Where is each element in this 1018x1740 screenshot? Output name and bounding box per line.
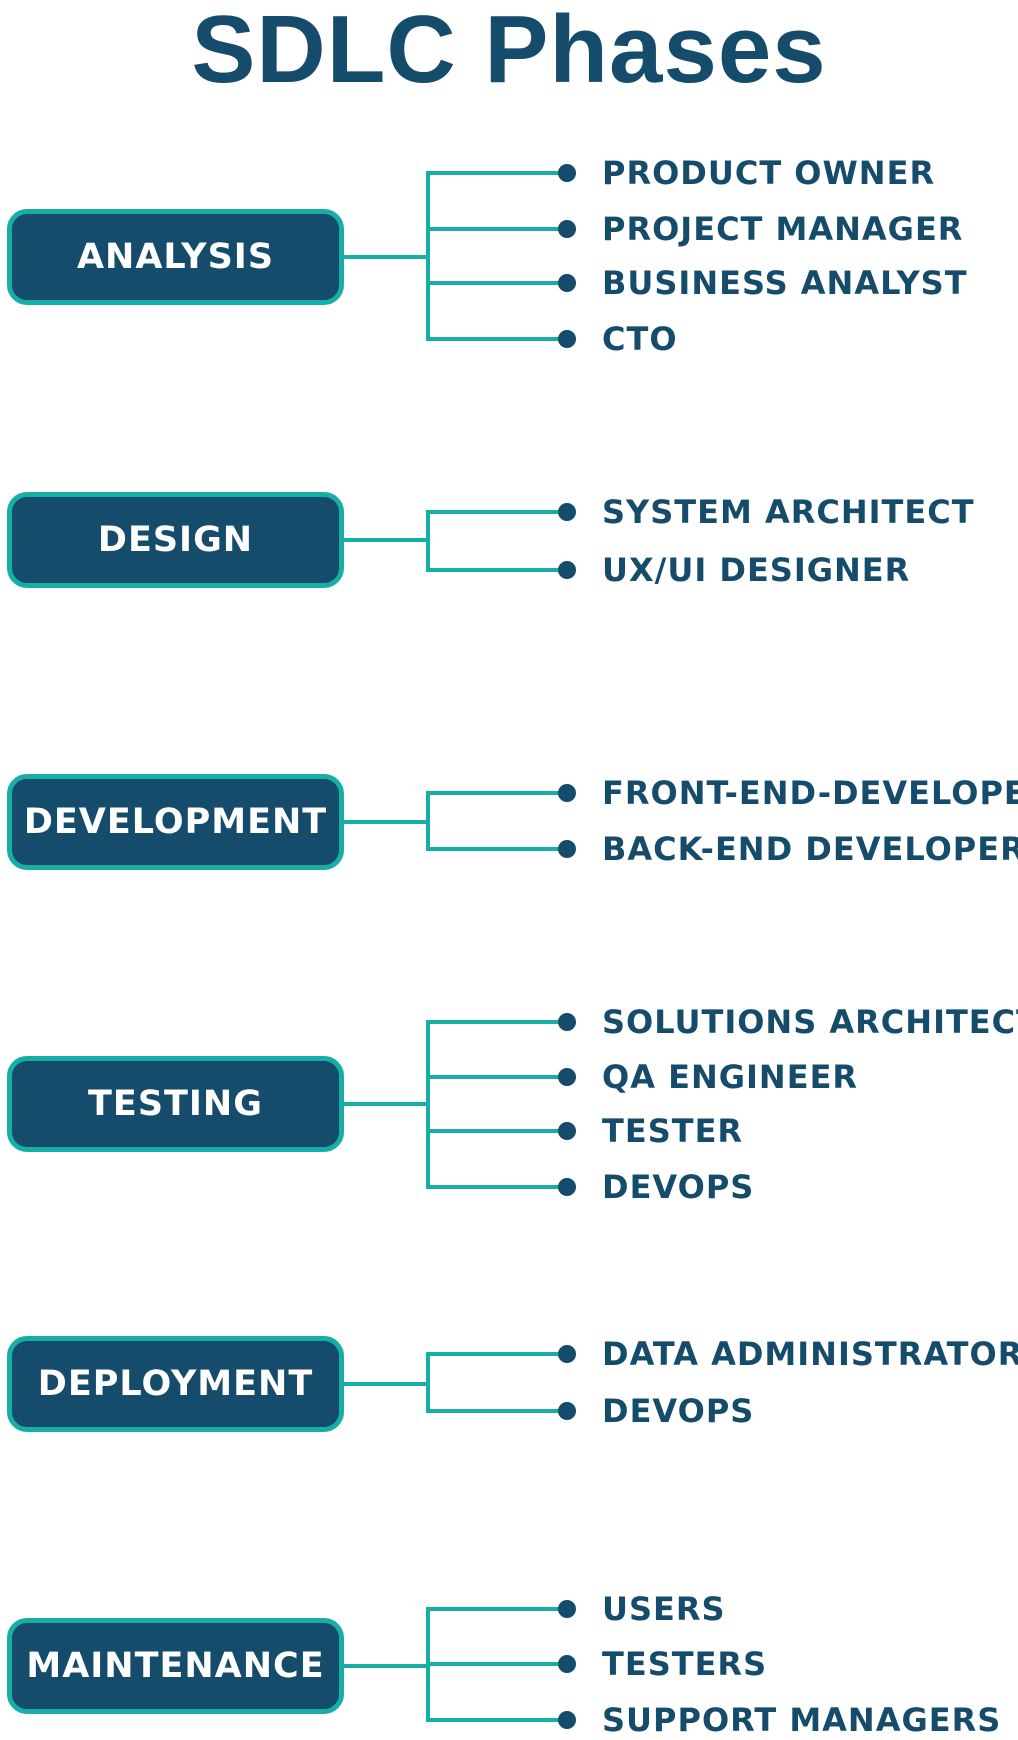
- bullet-analysis-project-manager: [558, 220, 576, 238]
- bullet-analysis-business-analyst: [558, 274, 576, 292]
- phase-box-maintenance: MAINTENANCE: [7, 1618, 344, 1714]
- role-testing-devops: DEVOPS: [602, 1168, 755, 1206]
- role-testing-solutions-architect: SOLUTIONS ARCHITECT: [602, 1003, 1018, 1041]
- role-development-back-end-developer: BACK-END DEVELOPER: [602, 830, 1018, 868]
- bullet-maintenance-users: [558, 1600, 576, 1618]
- phase-box-deployment: DEPLOYMENT: [7, 1336, 344, 1432]
- page-title: SDLC Phases: [191, 0, 827, 103]
- bullet-deployment-data-administrator: [558, 1345, 576, 1363]
- role-design-system-architect: SYSTEM ARCHITECT: [602, 493, 975, 531]
- bullet-testing-qa-engineer: [558, 1068, 576, 1086]
- phase-box-analysis: ANALYSIS: [7, 209, 344, 305]
- bullet-analysis-product-owner: [558, 164, 576, 182]
- bullet-maintenance-support-managers: [558, 1711, 576, 1729]
- phase-box-testing: TESTING: [7, 1056, 344, 1152]
- bullet-design-ux-ui-designer: [558, 561, 576, 579]
- role-testing-tester: TESTER: [602, 1112, 744, 1150]
- bullet-testing-devops: [558, 1178, 576, 1196]
- bullet-design-system-architect: [558, 503, 576, 521]
- role-development-front-end-developer: FRONT-END-DEVELOPER: [602, 774, 1018, 812]
- bullet-development-front-end-developer: [558, 784, 576, 802]
- role-analysis-project-manager: PROJECT MANAGER: [602, 210, 964, 248]
- role-analysis-cto: CTO: [602, 320, 678, 358]
- role-design-ux-ui-designer: UX/UI DESIGNER: [602, 551, 911, 589]
- role-deployment-devops: DEVOPS: [602, 1392, 755, 1430]
- role-analysis-business-analyst: BUSINESS ANALYST: [602, 264, 968, 302]
- bullet-testing-solutions-architect: [558, 1013, 576, 1031]
- role-deployment-data-administrator: DATA ADMINISTRATOR: [602, 1335, 1018, 1373]
- phase-box-design: DESIGN: [7, 492, 344, 588]
- bullet-analysis-cto: [558, 330, 576, 348]
- role-maintenance-support-managers: SUPPORT MANAGERS: [602, 1701, 1002, 1739]
- bullet-development-back-end-developer: [558, 840, 576, 858]
- bullet-maintenance-testers: [558, 1655, 576, 1673]
- role-testing-qa-engineer: QA ENGINEER: [602, 1058, 859, 1096]
- role-analysis-product-owner: PRODUCT OWNER: [602, 154, 936, 192]
- role-maintenance-testers: TESTERS: [602, 1645, 768, 1683]
- bullet-testing-tester: [558, 1122, 576, 1140]
- phase-box-development: DEVELOPMENT: [7, 774, 344, 870]
- bullet-deployment-devops: [558, 1402, 576, 1420]
- role-maintenance-users: USERS: [602, 1590, 726, 1628]
